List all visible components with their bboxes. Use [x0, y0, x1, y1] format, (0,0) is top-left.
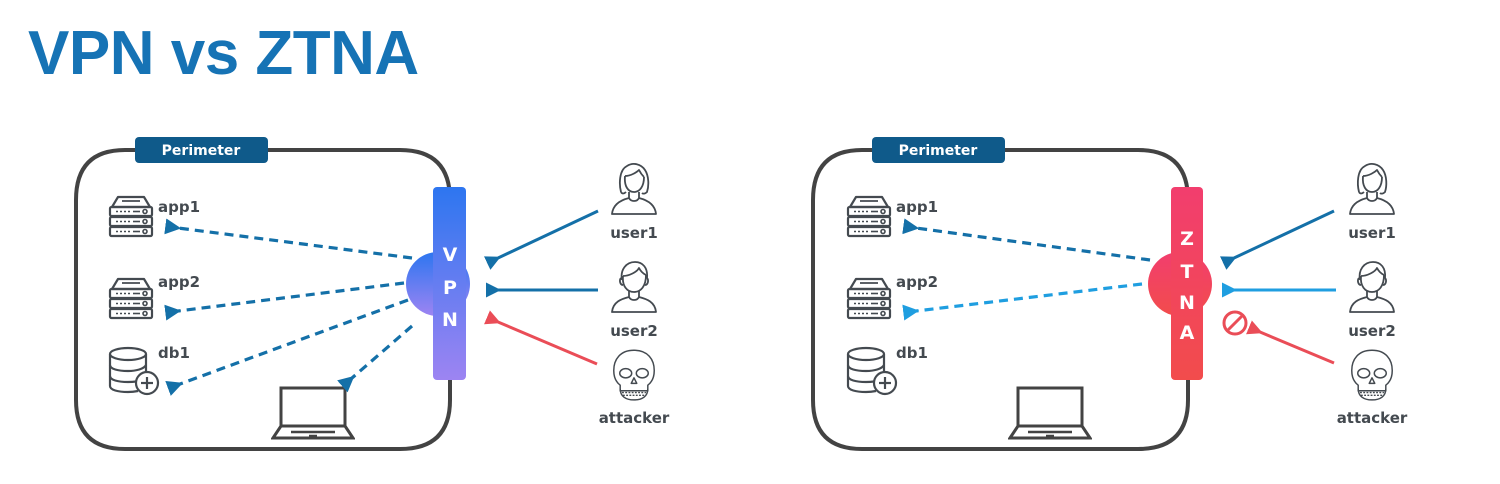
database-add-icon — [846, 346, 898, 396]
flow-to-db1 — [165, 298, 409, 396]
female-user-icon — [1349, 163, 1395, 215]
flow-to-app1 — [902, 218, 1151, 262]
resource-label-app2: app2 — [896, 273, 938, 291]
gateway-letter: P — [443, 277, 457, 299]
resource-label-app1: app1 — [158, 198, 200, 216]
server-icon — [108, 195, 154, 238]
actor-label-attacker: attacker — [1337, 409, 1408, 427]
page-title: VPN vs ZTNA — [28, 19, 419, 88]
perimeter-boundary — [74, 148, 452, 451]
ztna-panel: Perimeter app1 app2 db1 Z T N A user1 — [811, 137, 1408, 451]
actor-label-user2: user2 — [1348, 322, 1396, 340]
server-icon — [846, 277, 892, 320]
flow-to-laptop — [337, 324, 414, 393]
perimeter-boundary — [811, 148, 1190, 451]
database-add-icon — [108, 346, 160, 396]
resource-label-app1: app1 — [896, 198, 938, 216]
ztna-gateway: Z T N A — [1148, 187, 1212, 380]
male-user-icon — [611, 261, 657, 313]
flow-to-app2 — [902, 282, 1143, 321]
female-user-icon — [611, 163, 657, 215]
skull-icon — [1351, 349, 1393, 401]
male-user-icon — [1349, 261, 1395, 313]
perimeter-label: Perimeter — [162, 143, 241, 159]
flow-to-app2 — [164, 281, 405, 321]
flow-attacker — [1246, 320, 1335, 365]
flow-user1 — [483, 209, 599, 270]
resource-label-app2: app2 — [158, 273, 200, 291]
flow-user1 — [1219, 209, 1335, 270]
resource-label-db1: db1 — [158, 344, 190, 362]
actor-label-user1: user1 — [1348, 224, 1396, 242]
perimeter-tag: Perimeter — [872, 137, 1005, 163]
gateway-letter: Z — [1180, 228, 1194, 250]
laptop-icon — [1008, 386, 1092, 440]
server-icon — [846, 195, 892, 238]
vpn-gateway: V P N — [406, 187, 470, 380]
actor-label-user1: user1 — [610, 224, 658, 242]
flow-to-app1 — [164, 218, 413, 260]
vpn-panel: Perimeter app1 app2 db1 V P N — [74, 137, 670, 451]
gateway-letter: T — [1181, 261, 1194, 283]
perimeter-label: Perimeter — [899, 143, 978, 159]
resource-label-db1: db1 — [896, 344, 928, 362]
gateway-letter: A — [1180, 322, 1195, 344]
gateway-letter: N — [442, 309, 458, 331]
actor-label-attacker: attacker — [599, 409, 670, 427]
blocked-icon — [1222, 310, 1248, 336]
perimeter-tag: Perimeter — [135, 137, 268, 163]
laptop-icon — [271, 386, 355, 440]
internal-flows — [164, 218, 414, 396]
actor-label-user2: user2 — [610, 322, 658, 340]
server-icon — [108, 277, 154, 320]
gateway-letter: N — [1179, 292, 1195, 314]
skull-icon — [613, 349, 655, 401]
flow-attacker — [484, 310, 598, 366]
gateway-letter: V — [443, 244, 458, 266]
